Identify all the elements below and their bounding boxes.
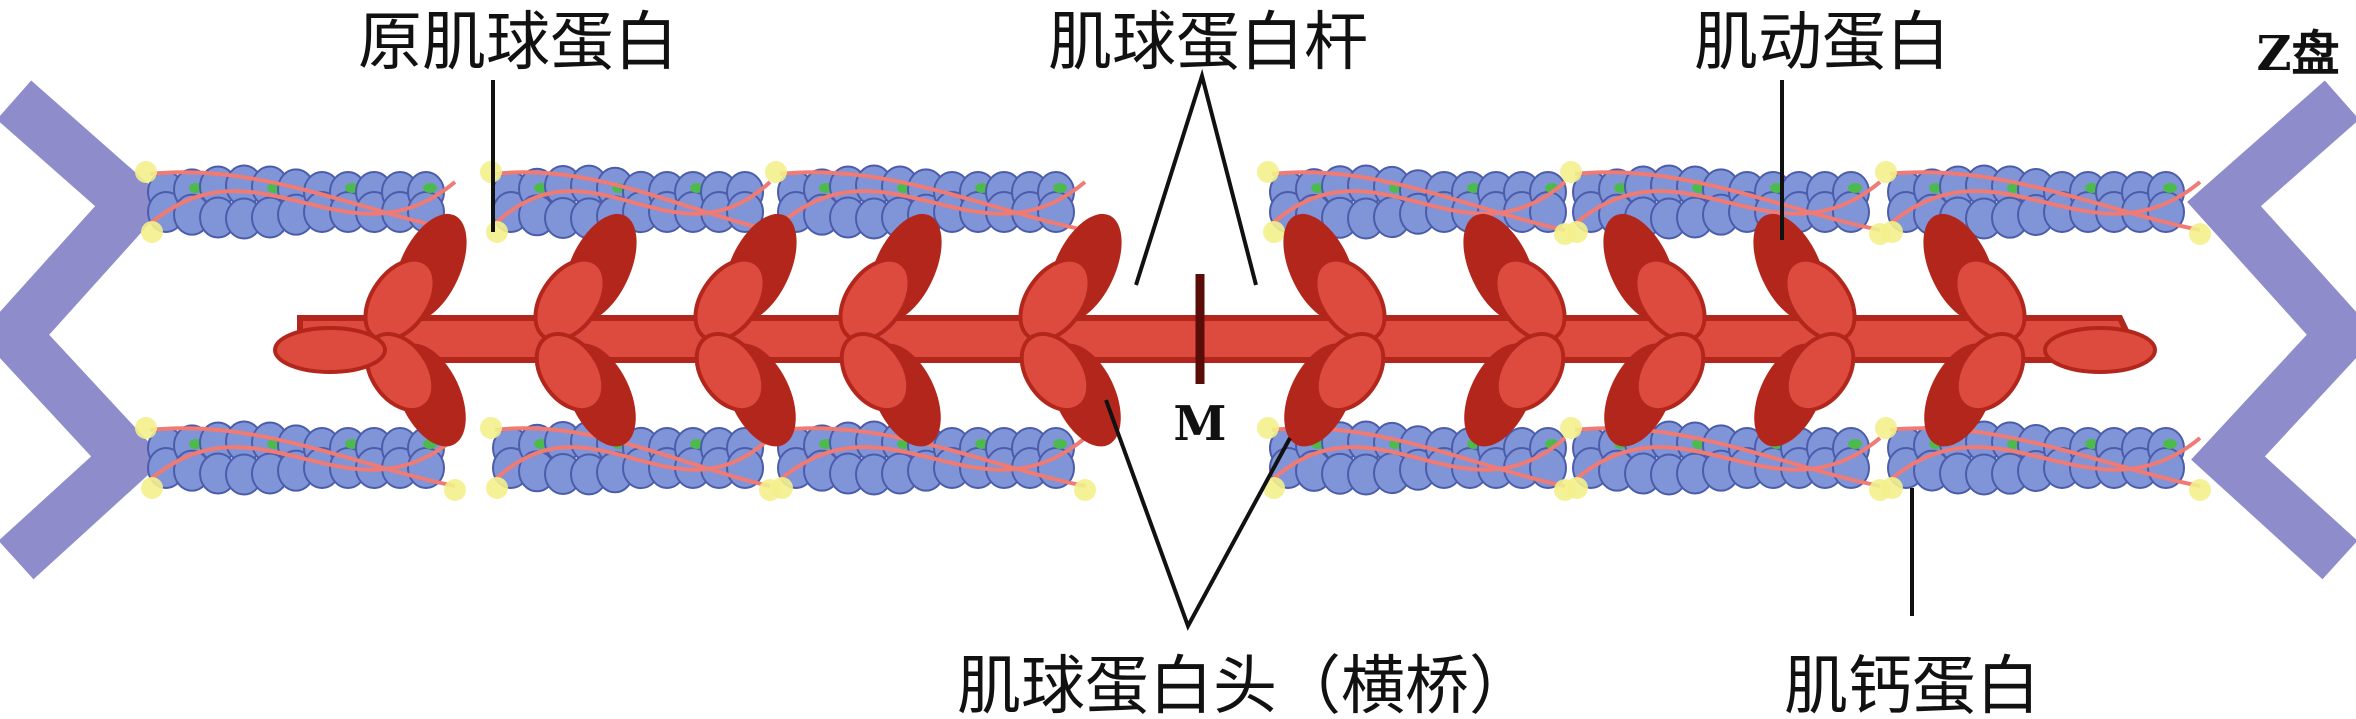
tropomyosin-strand xyxy=(778,436,1087,482)
troponin xyxy=(141,477,163,499)
myosin-head-pair xyxy=(693,213,797,447)
myosin-head-pair xyxy=(1283,213,1387,447)
pointer-myosin-rod xyxy=(1134,68,1258,286)
troponin xyxy=(135,417,157,439)
myosin-head-pair xyxy=(1603,213,1707,447)
myosin-head xyxy=(1314,332,1386,412)
myosin-head-pair xyxy=(1463,213,1567,447)
troponin xyxy=(1566,477,1588,499)
tropomyosin-strand xyxy=(148,436,457,482)
actin-segment xyxy=(1257,161,1576,245)
pointer-lines xyxy=(491,68,1914,631)
myosin-head xyxy=(534,332,606,412)
tropomyosin-strand xyxy=(149,426,456,488)
myosin-head-pair xyxy=(838,213,942,447)
actin-segment xyxy=(480,161,781,245)
myosin-head xyxy=(839,332,911,412)
actin-segment xyxy=(1560,417,1891,501)
binding-site xyxy=(2163,183,2177,193)
z-disc-left xyxy=(0,80,169,580)
tropomyosin-strand xyxy=(1889,170,2201,232)
myosin-head-pair xyxy=(533,213,637,447)
tropomyosin-strand xyxy=(779,170,1086,232)
troponin xyxy=(1560,161,1582,183)
tropomyosin-strand xyxy=(1574,170,1881,232)
label-myosin-rod: 肌球蛋白杆 xyxy=(1048,6,1368,80)
troponin xyxy=(1263,221,1285,243)
myosin-head xyxy=(1019,332,1091,412)
binding-site xyxy=(1848,439,1862,449)
troponin xyxy=(1875,417,1897,439)
binding-site xyxy=(1053,183,1067,193)
z-disc-right xyxy=(2187,80,2356,580)
tropomyosin-strand xyxy=(493,180,772,226)
troponin xyxy=(2189,479,2211,501)
troponin xyxy=(480,417,502,439)
myosin-head-pair xyxy=(1753,213,1857,447)
actin-segment xyxy=(765,417,1096,501)
actin-segment xyxy=(1560,161,1891,245)
binding-site xyxy=(2163,439,2177,449)
troponin xyxy=(141,221,163,243)
troponin xyxy=(771,477,793,499)
troponin xyxy=(135,161,157,183)
label-troponin: 肌钙蛋白 xyxy=(1784,650,2040,719)
tropomyosin-strand xyxy=(493,436,772,482)
myosin-head xyxy=(1954,332,2026,412)
tropomyosin-strand xyxy=(1271,170,1566,232)
myosin-head-pair xyxy=(1018,213,1122,447)
troponin xyxy=(1257,161,1279,183)
troponin xyxy=(486,221,508,243)
myosin-tip-left xyxy=(273,326,387,374)
label-z-disc: Z盘 xyxy=(2256,26,2339,82)
troponin xyxy=(1257,417,1279,439)
tropomyosin-strand xyxy=(1888,436,2202,482)
actin-segment xyxy=(135,161,466,245)
actin-segment xyxy=(1875,161,2211,245)
myosin-head xyxy=(1784,332,1856,412)
binding-site xyxy=(1848,183,1862,193)
tropomyosin-strand xyxy=(494,426,771,488)
troponin xyxy=(1566,221,1588,243)
tropomyosin-strand xyxy=(148,180,457,226)
label-myosin-head: 肌球蛋白头（横桥） xyxy=(957,650,1533,719)
tropomyosin-strand xyxy=(494,170,771,232)
myosin-head xyxy=(1494,332,1566,412)
troponin xyxy=(1263,477,1285,499)
actin-segment xyxy=(135,417,466,501)
myosin-tip-right xyxy=(2043,326,2157,374)
pointer-myosin-head xyxy=(1104,399,1292,631)
tropomyosin-strand xyxy=(1888,180,2202,226)
z-discs xyxy=(0,80,2356,580)
troponin xyxy=(486,477,508,499)
tropomyosin-strand xyxy=(149,170,456,232)
tropomyosin-strand xyxy=(779,426,1086,488)
troponin xyxy=(444,479,466,501)
binding-site xyxy=(1053,439,1067,449)
label-actin: 肌动蛋白 xyxy=(1694,6,1950,80)
actin-segment xyxy=(1875,417,2211,501)
tropomyosin-strand xyxy=(1270,436,1567,482)
troponin xyxy=(1881,221,1903,243)
tropomyosin-strand xyxy=(1270,180,1567,226)
thick-filament xyxy=(273,213,2157,447)
myosin-head xyxy=(694,332,766,412)
actin-segment xyxy=(480,417,781,501)
tropomyosin-strand xyxy=(1573,180,1882,226)
myosin-head-pair xyxy=(1923,213,2027,447)
tropomyosin-strand xyxy=(1573,436,1882,482)
myosin-head xyxy=(1634,332,1706,412)
troponin xyxy=(1560,417,1582,439)
binding-site xyxy=(423,183,437,193)
troponin xyxy=(1875,161,1897,183)
tropomyosin-strand xyxy=(778,180,1087,226)
troponin xyxy=(1074,479,1096,501)
thin-filaments xyxy=(135,161,2211,501)
label-m-line: M xyxy=(1173,396,1226,452)
label-tropomyosin: 原肌球蛋白 xyxy=(358,6,678,80)
actin-segment xyxy=(765,161,1096,245)
troponin xyxy=(2189,223,2211,245)
troponin xyxy=(765,161,787,183)
troponin xyxy=(1881,477,1903,499)
